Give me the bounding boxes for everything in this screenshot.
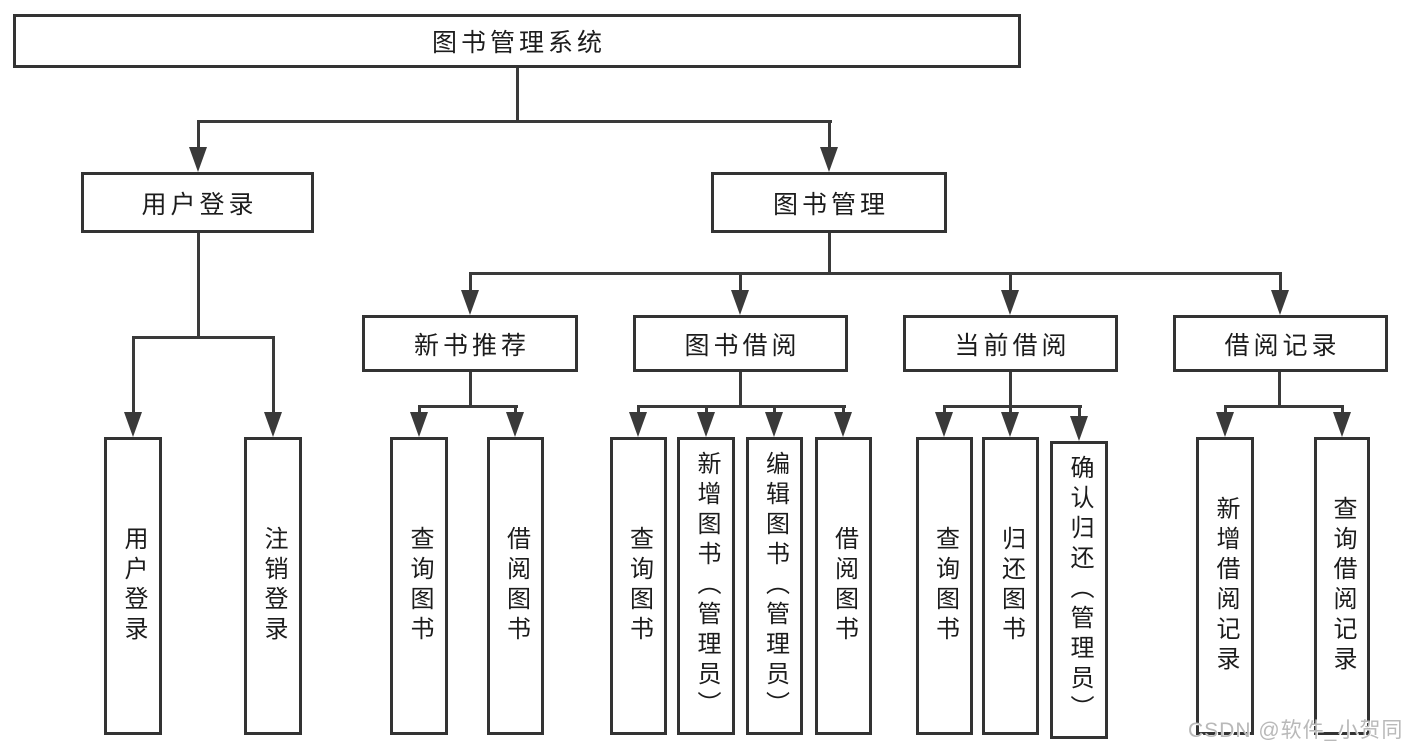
connector-level3-hline bbox=[469, 272, 1282, 275]
leaf-newbook-query: 查询图书 bbox=[390, 437, 448, 735]
leaf-borrow-borrow-label: 借阅图书 bbox=[830, 526, 858, 646]
node-user-login: 用户登录 bbox=[81, 172, 314, 233]
connector-book-mgmt-trunk bbox=[828, 233, 831, 275]
connector-stem-current-borrow bbox=[1009, 272, 1012, 297]
node-root: 图书管理系统 bbox=[13, 14, 1021, 68]
leaf-borrow-edit-admin-label: 编辑图书（管理员） bbox=[761, 451, 789, 721]
node-user-login-label: 用户登录 bbox=[141, 190, 258, 219]
connector-user-login-trunk bbox=[197, 233, 200, 339]
leaf-logout: 注销登录 bbox=[244, 437, 302, 735]
arrowhead-br-query bbox=[1333, 412, 1351, 437]
arrowhead-book-borrow bbox=[731, 290, 749, 315]
leaf-user-login-label: 用户登录 bbox=[120, 526, 147, 646]
arrowhead-leaf-login bbox=[124, 412, 142, 437]
leaf-newbook-borrow-label: 借阅图书 bbox=[502, 526, 530, 646]
arrowhead-current-borrow bbox=[1001, 290, 1019, 315]
connector-current-borrow-trunk bbox=[1009, 372, 1012, 408]
leaf-records-add-label: 新增借阅记录 bbox=[1212, 496, 1239, 676]
connector-stem-user-login bbox=[197, 120, 200, 152]
leaf-current-confirm-admin-label: 确认归还（管理员） bbox=[1066, 455, 1093, 725]
leaf-user-login: 用户登录 bbox=[104, 437, 162, 735]
node-borrow-records-label: 借阅记录 bbox=[1224, 331, 1341, 360]
connector-book-borrow-hline bbox=[637, 405, 846, 408]
leaf-borrow-add-admin-label: 新增图书（管理员） bbox=[693, 451, 720, 721]
connector-stem-book-mgmt bbox=[828, 120, 831, 152]
arrowhead-bb-query bbox=[629, 412, 647, 437]
connector-stem-leaf-logout bbox=[272, 336, 275, 421]
connector-user-login-hline bbox=[132, 336, 275, 339]
arrowhead-bb-add bbox=[697, 412, 715, 437]
connector-new-book-hline bbox=[418, 405, 518, 408]
arrowhead-cb-query bbox=[935, 412, 953, 437]
leaf-borrow-query: 查询图书 bbox=[610, 437, 667, 735]
connector-borrow-records-trunk bbox=[1278, 372, 1281, 408]
connector-root-hline bbox=[197, 120, 832, 123]
leaf-current-confirm-admin: 确认归还（管理员） bbox=[1050, 441, 1108, 739]
arrowhead-cb-confirm bbox=[1070, 416, 1088, 441]
leaf-borrow-edit-admin: 编辑图书（管理员） bbox=[746, 437, 803, 735]
connector-stem-borrow-records bbox=[1279, 272, 1282, 297]
leaf-logout-label: 注销登录 bbox=[260, 526, 287, 646]
node-new-book: 新书推荐 bbox=[362, 315, 578, 372]
leaf-records-query-label: 查询借阅记录 bbox=[1329, 496, 1356, 676]
arrowhead-book-mgmt bbox=[820, 147, 838, 172]
arrowhead-nb-query bbox=[410, 412, 428, 437]
node-root-label: 图书管理系统 bbox=[431, 29, 606, 57]
leaf-records-add: 新增借阅记录 bbox=[1196, 437, 1254, 735]
node-current-borrow: 当前借阅 bbox=[903, 315, 1118, 372]
leaf-borrow-borrow: 借阅图书 bbox=[815, 437, 872, 735]
leaf-current-query-label: 查询图书 bbox=[931, 526, 959, 646]
node-current-borrow-label: 当前借阅 bbox=[954, 331, 1071, 360]
leaf-newbook-borrow: 借阅图书 bbox=[487, 437, 544, 735]
arrowhead-new-book bbox=[461, 290, 479, 315]
arrowhead-br-add bbox=[1216, 412, 1234, 437]
leaf-newbook-query-label: 查询图书 bbox=[406, 526, 433, 646]
connector-stem-book-borrow bbox=[739, 272, 742, 297]
leaf-current-return-label: 归还图书 bbox=[997, 526, 1025, 646]
node-new-book-label: 新书推荐 bbox=[413, 331, 530, 360]
leaf-current-query: 查询图书 bbox=[916, 437, 973, 735]
connector-root-trunk bbox=[516, 68, 519, 123]
node-book-mgmt: 图书管理 bbox=[711, 172, 947, 233]
node-book-borrow: 图书借阅 bbox=[633, 315, 848, 372]
connector-stem-leaf-login bbox=[132, 336, 135, 421]
arrowhead-nb-borrow bbox=[506, 412, 524, 437]
arrowhead-cb-return bbox=[1001, 412, 1019, 437]
connector-current-borrow-hline bbox=[943, 405, 1082, 408]
leaf-current-return: 归还图书 bbox=[982, 437, 1039, 735]
node-book-mgmt-label: 图书管理 bbox=[772, 190, 889, 219]
arrowhead-borrow-records bbox=[1271, 290, 1289, 315]
csdn-watermark: CSDN @软件_小贺同学 bbox=[1188, 719, 1404, 742]
leaf-borrow-query-label: 查询图书 bbox=[625, 526, 653, 646]
connector-book-borrow-trunk bbox=[739, 372, 742, 408]
leaf-borrow-add-admin: 新增图书（管理员） bbox=[677, 437, 735, 735]
connector-borrow-records-hline bbox=[1224, 405, 1344, 408]
arrowhead-user-login bbox=[189, 147, 207, 172]
node-book-borrow-label: 图书借阅 bbox=[684, 331, 801, 360]
arrowhead-leaf-logout bbox=[264, 412, 282, 437]
arrowhead-bb-borrow bbox=[834, 412, 852, 437]
connector-new-book-trunk bbox=[469, 372, 472, 408]
arrowhead-bb-edit bbox=[765, 412, 783, 437]
connector-stem-new-book bbox=[469, 272, 472, 297]
leaf-records-query: 查询借阅记录 bbox=[1314, 437, 1370, 735]
node-borrow-records: 借阅记录 bbox=[1173, 315, 1388, 372]
